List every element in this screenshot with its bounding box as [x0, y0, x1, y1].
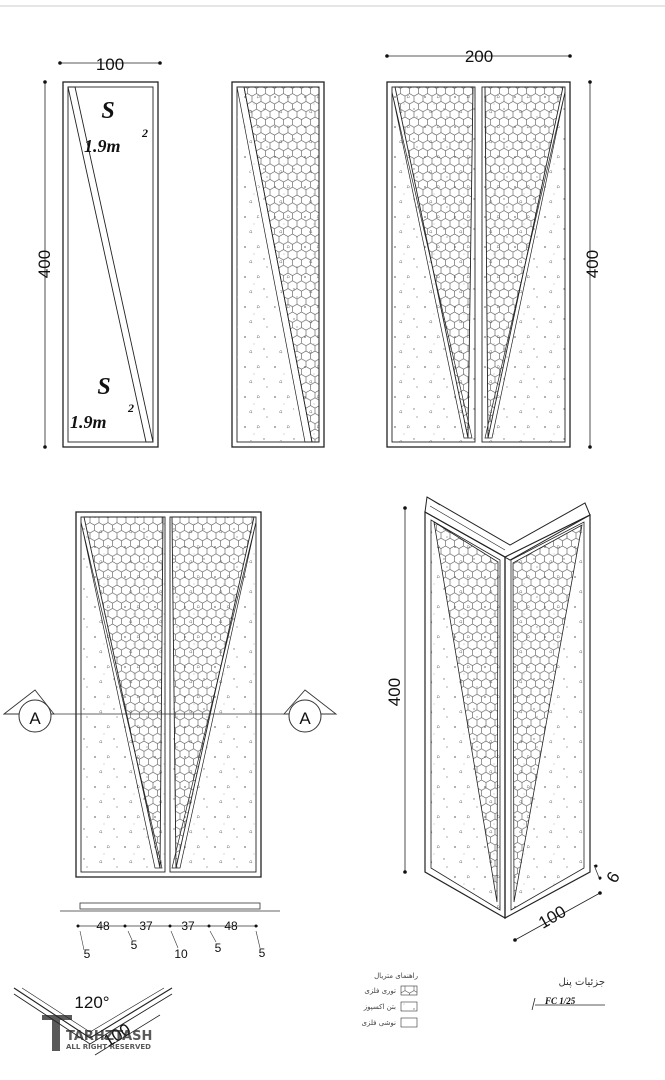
- panel-2-material: [231, 81, 325, 448]
- panel-1-area: 100 400 S 1.9m 2 S 1.9m 2: [35, 55, 162, 449]
- svg-text:A: A: [29, 709, 41, 728]
- area-symbol-top: S: [101, 98, 114, 124]
- svg-text:A: A: [299, 709, 311, 728]
- legend-title: راهنمای متریال: [374, 972, 418, 980]
- detail-code: FC 1/25: [544, 996, 576, 1006]
- pair-height-label: 400: [583, 250, 602, 278]
- folded-thickness-label: 6: [603, 868, 624, 886]
- section-marker-right: A: [283, 689, 338, 733]
- folded-base-label: 100: [535, 902, 569, 933]
- title-block: جزئیات پنل FC 1/25: [531, 977, 605, 1011]
- panel-3-pair: 200 400: [385, 47, 602, 449]
- legend-swatch-frame: [400, 1017, 418, 1028]
- legend-swatch-concrete: [400, 1001, 418, 1012]
- section-dimensions: 48 37 37 48 5 5 10 5 5: [60, 902, 280, 961]
- area-value-bottom: 1.9m: [70, 412, 107, 432]
- panel-4-section: A A: [2, 511, 338, 878]
- section-dim-10: 10: [174, 947, 188, 961]
- material-legend: راهنمای متریال توری فلزی بتن اکسپوز نوشی…: [362, 972, 418, 1028]
- section-dim-48-left: 48: [96, 919, 110, 933]
- folded-height-label: 400: [385, 678, 404, 706]
- watermark-rights: ALL RIGHT RESERVED: [66, 1043, 151, 1051]
- section-dim-48-right: 48: [224, 919, 238, 933]
- legend-swatch-mesh: [400, 985, 418, 996]
- legend-item-frame: نوشی فلزی: [362, 1019, 397, 1027]
- section-dim-37-left: 37: [139, 919, 153, 933]
- pair-width-label: 200: [465, 47, 493, 66]
- section-dim-37-right: 37: [181, 919, 195, 933]
- area-exponent-top: 2: [141, 126, 148, 140]
- legend-item-mesh: توری فلزی: [364, 987, 396, 995]
- folded-panel: 400 100 6: [385, 496, 624, 942]
- section-dim-5-b: 5: [131, 938, 138, 952]
- watermark-brand: TARHZTASH: [66, 1029, 152, 1044]
- watermark-logo: TARHZTASH ALL RIGHT RESERVED: [42, 1015, 152, 1051]
- detail-title: جزئیات پنل: [558, 977, 605, 988]
- legend-item-concrete: بتن اکسپوز: [363, 1003, 396, 1011]
- panel-1-height-label: 400: [35, 250, 54, 278]
- area-value-top: 1.9m: [84, 136, 121, 156]
- area-exponent-bottom: 2: [127, 401, 134, 415]
- section-dim-5-a: 5: [84, 947, 91, 961]
- angle-label: 120°: [74, 993, 109, 1012]
- area-symbol-bottom: S: [97, 374, 110, 400]
- section-marker-left: A: [2, 689, 55, 733]
- panel-1-width-label: 100: [96, 55, 124, 74]
- section-dim-5-c: 5: [215, 941, 222, 955]
- section-dim-5-d: 5: [259, 946, 266, 960]
